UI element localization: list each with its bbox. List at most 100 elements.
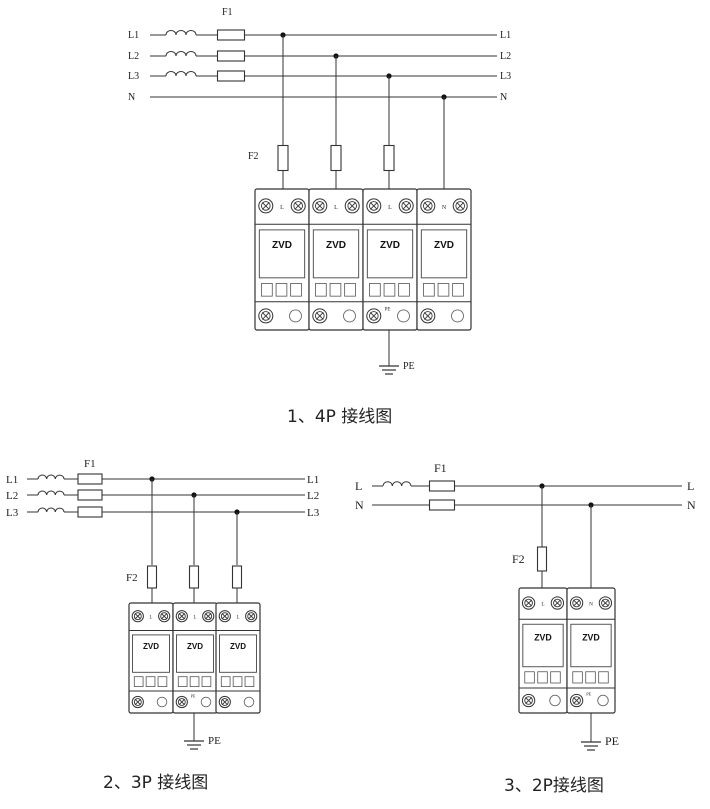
screw-icon-inner [261, 201, 271, 211]
indicator-box [537, 671, 548, 684]
brand-label: ZVD [326, 240, 346, 251]
ground-label: PE [403, 361, 415, 372]
status-lamp [156, 696, 168, 708]
fuse-f1 [77, 473, 103, 485]
screw-icon-inner [572, 696, 581, 705]
screw-slash [525, 697, 532, 704]
line-label-left: L2 [6, 490, 18, 502]
indicator-box [189, 676, 200, 688]
screw-slash [178, 698, 185, 706]
status-lamp [289, 309, 302, 323]
screw-slash [423, 312, 432, 320]
screw-slash [248, 613, 255, 620]
fuse-f1 [77, 489, 103, 501]
screw-icon-inner [369, 311, 379, 321]
line-label-right: N [500, 92, 507, 103]
module-window [312, 229, 360, 279]
indicator-box [177, 676, 188, 688]
indicator-box [329, 283, 342, 297]
line-label-left: L1 [128, 30, 139, 41]
indicator-box [437, 283, 450, 297]
terminal-mark: L [334, 205, 338, 211]
line-label-left: N [355, 498, 364, 512]
screw-slash [221, 613, 228, 620]
screw-slash [221, 698, 228, 706]
screw-icon-inner [293, 201, 303, 211]
fuse-f2 [383, 144, 395, 172]
terminal-mark: N [589, 602, 593, 608]
line-label-right: L1 [500, 30, 511, 41]
terminal-mark: L [280, 205, 284, 211]
line-label-right: L [687, 479, 694, 493]
line-label-right: L1 [307, 474, 319, 486]
terminal-mark: L [237, 616, 240, 621]
inductor-coil [37, 490, 65, 496]
screw-icon-inner [553, 598, 562, 608]
inductor-coil [382, 481, 412, 487]
screw-slash [456, 202, 465, 210]
screw-slash [134, 613, 141, 620]
indicator-box [452, 283, 464, 297]
inductor-coil [165, 30, 197, 36]
brand-label: ZVD [230, 642, 246, 651]
indicator-box [598, 671, 609, 684]
status-lamp [343, 309, 356, 323]
fuse-label-f2: F2 [512, 552, 525, 566]
screw-slash [261, 312, 270, 320]
terminal-mark: L [541, 602, 544, 608]
screw-icon-inner [401, 201, 411, 211]
screw-icon-inner [524, 696, 533, 705]
screw-slash [205, 613, 212, 620]
screw-icon-inner [524, 598, 533, 608]
caption-4p: 1、4P 接线图 [287, 407, 393, 427]
indicator-box [572, 671, 583, 684]
screw-icon-inner [423, 201, 433, 211]
screw-slash [554, 599, 561, 607]
fuse-f2 [146, 565, 158, 589]
brand-label: ZVD [534, 633, 552, 643]
screw-slash [178, 613, 185, 620]
status-lamp [397, 309, 410, 323]
inductor-coil [37, 474, 65, 480]
terminal-mark: L [194, 616, 197, 621]
spd-module: L ZVD [518, 587, 568, 714]
module-window [522, 623, 564, 668]
screw-slash [348, 202, 357, 210]
fuse-label-f2: F2 [126, 572, 138, 584]
module-window [366, 229, 414, 279]
fuse-f1 [428, 480, 456, 492]
indicator-box [383, 283, 396, 297]
pe-mark: PE [586, 692, 591, 697]
indicator-box [550, 671, 561, 684]
fuse-f2 [277, 144, 289, 172]
ground-label: PE [208, 735, 221, 747]
screw-icon-inner [177, 612, 186, 621]
screw-slash [573, 599, 580, 607]
status-lamp [597, 694, 609, 707]
module-window [570, 623, 612, 668]
brand-label: ZVD [582, 633, 600, 643]
status-lamp [549, 694, 561, 707]
screw-slash [161, 613, 168, 620]
inductor-coil [165, 51, 197, 57]
indicator-box [261, 283, 273, 297]
indicator-box [585, 671, 596, 684]
screw-slash [573, 697, 580, 704]
screw-icon-inner [204, 612, 213, 621]
screw-slash [294, 202, 303, 210]
indicator-box [344, 283, 356, 297]
screw-slash [315, 312, 324, 320]
fuse-f2 [330, 144, 342, 172]
screw-slash [525, 599, 532, 607]
spd-module: N ZVD PE [566, 587, 616, 714]
fuse-f2 [188, 565, 200, 589]
line-label-right: L3 [500, 71, 511, 82]
line-label-left: L3 [6, 507, 19, 519]
screw-slash [423, 202, 432, 210]
line-label-left: L2 [128, 51, 139, 62]
fuse-f1 [216, 50, 246, 62]
